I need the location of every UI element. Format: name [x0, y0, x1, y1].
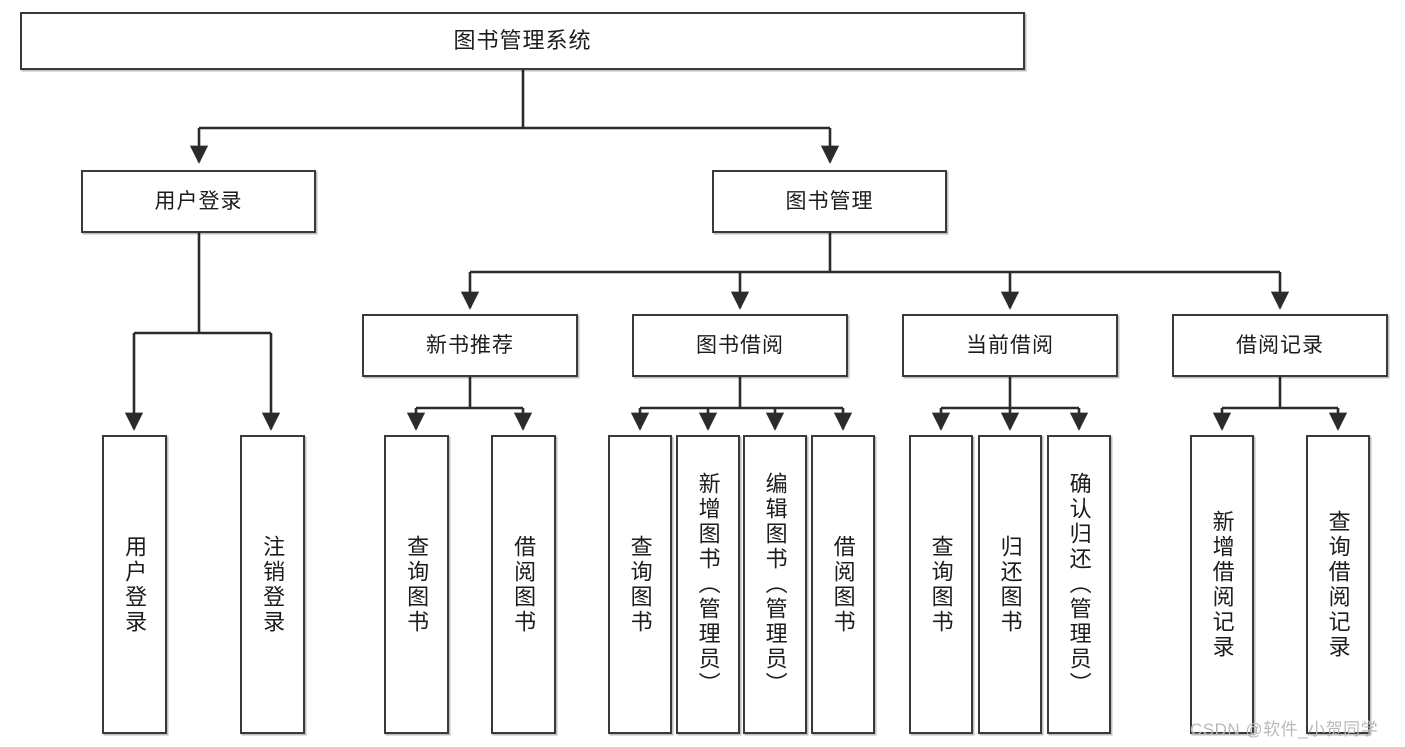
leaf-user-login[interactable]: 用户登录	[102, 435, 167, 734]
node-label: 新书推荐	[426, 333, 514, 357]
node-label: 查询图书	[627, 534, 653, 635]
node-label: 借阅图书	[830, 534, 856, 635]
node-label: 图书借阅	[696, 333, 784, 357]
node-label: 借阅记录	[1236, 333, 1324, 357]
node-label: 图书管理系统	[453, 27, 592, 53]
node-book-borrow[interactable]: 图书借阅	[632, 314, 848, 377]
leaf-query-book-1[interactable]: 查询图书	[384, 435, 449, 734]
node-label: 归还图书	[997, 534, 1023, 635]
node-label: 注销登录	[260, 534, 286, 635]
leaf-query-record[interactable]: 查询借阅记录	[1306, 435, 1370, 734]
node-label: 当前借阅	[966, 333, 1054, 357]
leaf-borrow-book-1[interactable]: 借阅图书	[491, 435, 556, 734]
leaf-borrow-book-2[interactable]: 借阅图书	[811, 435, 875, 734]
node-book-manage[interactable]: 图书管理	[712, 170, 947, 233]
node-label: 新增图书（管理员）	[695, 472, 721, 697]
node-user-login[interactable]: 用户登录	[81, 170, 316, 233]
node-label: 图书管理	[785, 189, 874, 213]
node-new-book-recommend[interactable]: 新书推荐	[362, 314, 578, 377]
leaf-add-record[interactable]: 新增借阅记录	[1190, 435, 1254, 734]
node-label: 新增借阅记录	[1209, 509, 1235, 660]
leaf-add-book[interactable]: 新增图书（管理员）	[676, 435, 740, 734]
node-label: 编辑图书（管理员）	[762, 472, 788, 697]
node-label: 查询借阅记录	[1325, 509, 1351, 660]
node-label: 查询图书	[404, 534, 430, 635]
leaf-edit-book[interactable]: 编辑图书（管理员）	[743, 435, 807, 734]
node-current-borrow[interactable]: 当前借阅	[902, 314, 1118, 377]
node-label: 查询图书	[928, 534, 954, 635]
node-borrow-record[interactable]: 借阅记录	[1172, 314, 1388, 377]
leaf-query-book-2[interactable]: 查询图书	[608, 435, 672, 734]
leaf-query-book-3[interactable]: 查询图书	[909, 435, 973, 734]
node-label: 用户登录	[154, 189, 243, 213]
leaf-confirm-return[interactable]: 确认归还（管理员）	[1047, 435, 1111, 734]
node-label: 借阅图书	[511, 534, 537, 635]
node-label: 用户登录	[122, 534, 148, 635]
leaf-return-book[interactable]: 归还图书	[978, 435, 1042, 734]
leaf-logout-login[interactable]: 注销登录	[240, 435, 305, 734]
node-label: 确认归还（管理员）	[1066, 472, 1092, 697]
node-root-book-management-system[interactable]: 图书管理系统	[20, 12, 1025, 70]
